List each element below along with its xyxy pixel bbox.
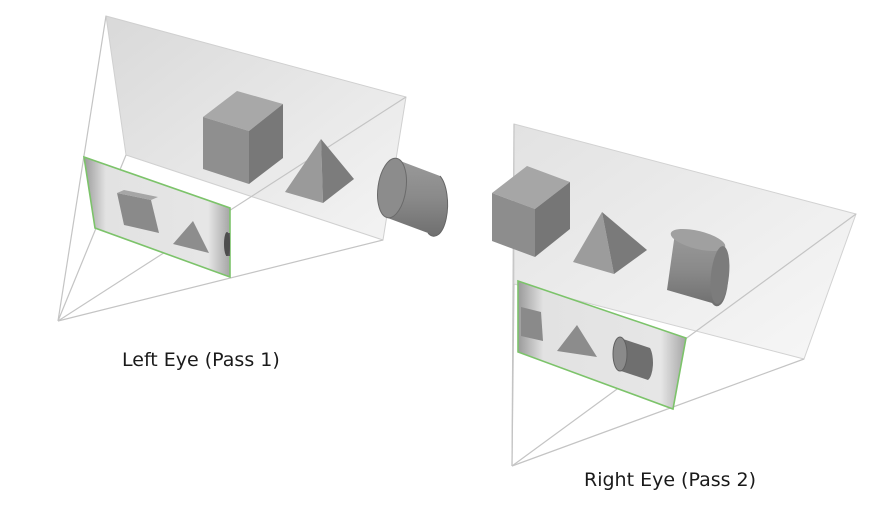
left-cylinder (377, 157, 449, 237)
left-cube (203, 91, 283, 184)
right-cylinder (667, 228, 730, 307)
left-eye-caption: Left Eye (Pass 1) (122, 349, 280, 371)
left-frustum-lines (57, 15, 407, 322)
left-pyramid (285, 139, 354, 203)
left-eye-frustum (57, 15, 449, 322)
left-image-plane (83, 155, 231, 279)
right-image-plane (517, 279, 687, 411)
right-eye-frustum (492, 123, 857, 467)
right-pyramid (573, 212, 647, 274)
right-cube (492, 166, 570, 257)
right-eye-caption: Right Eye (Pass 2) (584, 469, 757, 491)
